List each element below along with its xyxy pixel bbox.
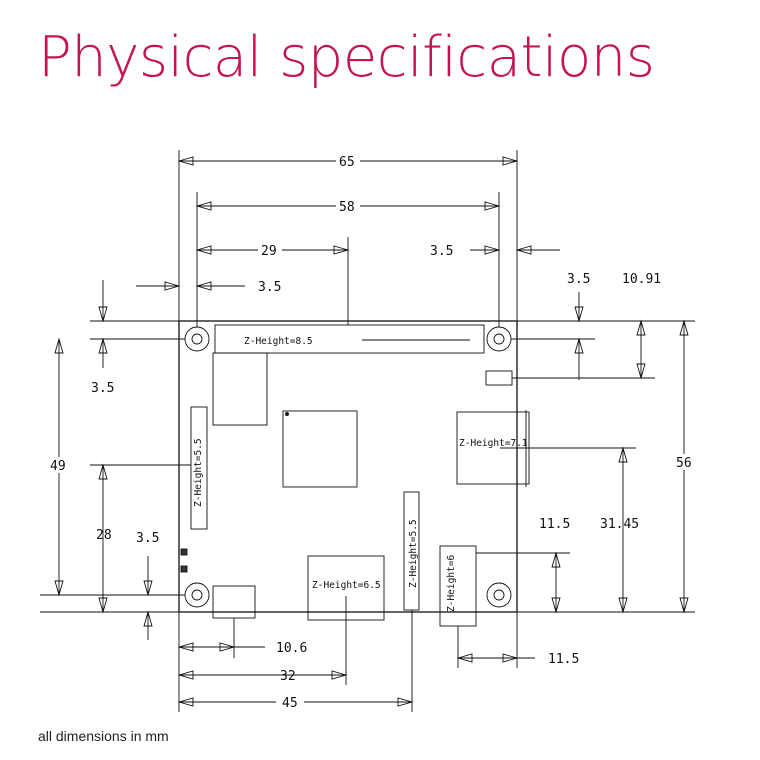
dim-3-5-top-right: 3.5 [430, 244, 453, 259]
page-title: Physical specifications [38, 25, 655, 90]
z-height-header: Z-Height=8.5 [244, 336, 313, 347]
dim-11-5-bottom: 11.5 [548, 652, 579, 667]
z-height-mid-connector: Z-Height=5.5 [408, 519, 419, 588]
dimension-lines [54, 156, 689, 707]
dim-3-5-top-left: 3.5 [258, 280, 281, 295]
dim-3-5-right: 3.5 [567, 272, 590, 287]
dim-3-5-bottom: 3.5 [136, 531, 159, 546]
z-height-usb: Z-Height=7.1 [459, 438, 528, 449]
board-outline [178, 320, 518, 613]
footnote: all dimensions in mm [38, 728, 169, 744]
dimension-labels: 65 58 29 3.5 3.5 3.5 10.91 3.5 49 56 28 … [46, 153, 698, 711]
dim-28: 28 [96, 528, 112, 543]
z-height-audio: Z-Height=6 [446, 555, 457, 612]
dim-56: 56 [676, 456, 692, 471]
dim-32: 32 [280, 669, 296, 684]
gpio-header [214, 324, 485, 354]
mid-connector [403, 491, 420, 611]
dim-45: 45 [282, 696, 298, 711]
dim-31-45: 31.45 [600, 517, 639, 532]
dim-58: 58 [339, 200, 355, 215]
dim-65: 65 [339, 155, 355, 170]
left-connector [190, 406, 208, 530]
dim-3-5-left: 3.5 [91, 381, 114, 396]
soc-chip [282, 410, 358, 488]
z-height-labels: Z-Height=8.5 Z-Height=5.5 Z-Height=7.1 Z… [193, 336, 636, 612]
z-height-left-connector: Z-Height=5.5 [193, 438, 204, 507]
mounting-holes [184, 326, 512, 608]
z-height-hdmi: Z-Height=6.5 [312, 580, 381, 591]
dim-10-6: 10.6 [276, 641, 307, 656]
extension-lines [40, 150, 695, 712]
dim-11-5-right: 11.5 [539, 517, 570, 532]
antenna-chip [485, 370, 513, 386]
dim-10-91: 10.91 [622, 272, 661, 287]
dim-49: 49 [50, 459, 66, 474]
dim-29: 29 [261, 244, 277, 259]
micro-usb [212, 585, 256, 619]
chip-upper [212, 352, 268, 426]
